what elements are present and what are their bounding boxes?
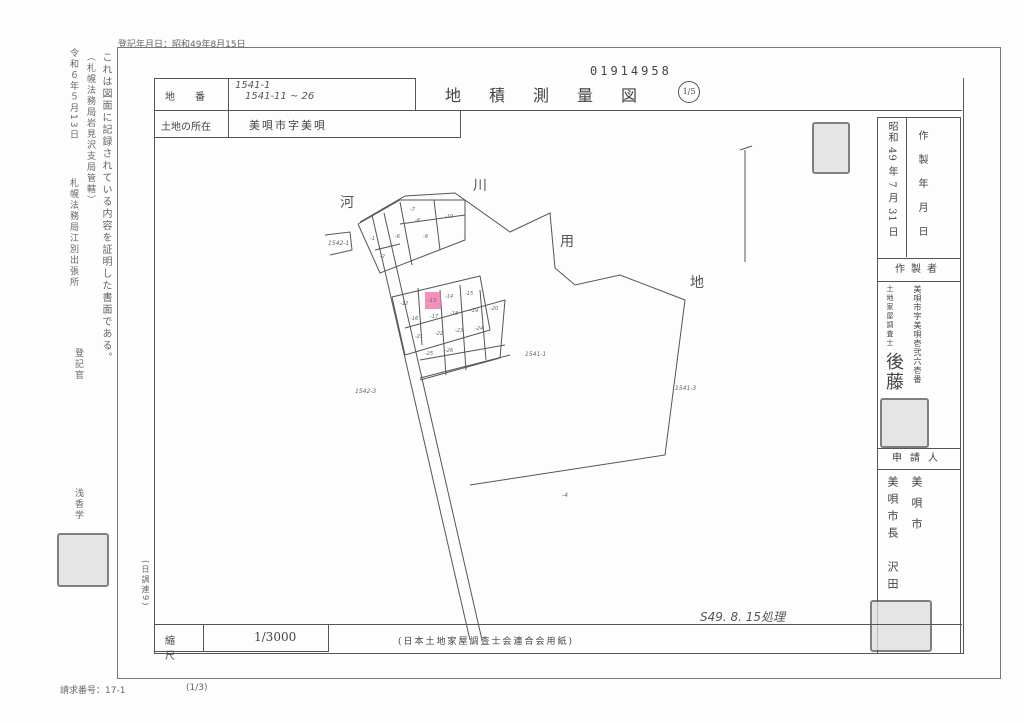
lot-label: -2 <box>380 254 385 260</box>
certification-date: 令和６年５月13日 <box>68 48 78 141</box>
road-line-east <box>383 212 483 641</box>
certification-statement: これは図面に記録されている内容を証明した書面である。 <box>100 52 111 364</box>
lot-label: -24 <box>475 326 483 332</box>
lot-label: -23 <box>455 328 463 334</box>
creation-date-header: 作製年月日 <box>916 130 927 250</box>
lot-value-1: 1541-1 <box>235 80 271 91</box>
certification-office: 札幌法務局江別出張所 <box>68 178 78 288</box>
applicant-1: 美唄市 <box>910 476 923 539</box>
author-address: 美唄市字美唄壱弐六壱番 <box>913 285 922 384</box>
lot-value-2: 1541-11 ~ 26 <box>245 91 315 102</box>
lot-label: -10 <box>445 214 453 220</box>
applicant-2: 美唄市長 沢田 <box>886 476 899 595</box>
registration-date: 登記年月日：昭和49年8月15日 <box>118 40 246 50</box>
north-lot-line <box>399 201 413 266</box>
lot-label: -20 <box>490 306 498 312</box>
parcel-west-label: 1542-1 <box>328 240 349 247</box>
lot-line <box>479 289 487 361</box>
lot-label: -21 <box>415 334 423 340</box>
lot-label: -15 <box>465 291 473 297</box>
north-lot-line <box>399 214 466 225</box>
lot-line <box>459 284 467 371</box>
parcel-east-label: 1541-3 <box>675 385 696 392</box>
label-river-1: 河 <box>340 195 354 211</box>
lot-label: -19 <box>470 308 478 314</box>
officer-title: 登記官 <box>73 348 83 381</box>
lot-label: -22 <box>435 331 443 337</box>
north-arrow-head <box>739 145 753 151</box>
south-block-row1 <box>391 275 491 356</box>
creation-date-value: 昭和 49 年 7 月 31 日 <box>886 121 897 238</box>
parcel-1542-1 <box>324 231 353 256</box>
lot-label: -16 <box>410 316 418 322</box>
label-river-4: 地 <box>690 275 704 291</box>
serial-number: 01914958 <box>590 64 672 78</box>
label-river-3: 用 <box>560 234 574 250</box>
lot-label: -17 <box>430 314 439 320</box>
handwritten-note: S49. 8. 15処理 <box>700 610 786 624</box>
surveyor-seal-stamp-top <box>812 122 850 174</box>
applicant-header: 申請人 <box>877 448 961 470</box>
bottom-rule <box>154 624 962 625</box>
outer-frame <box>117 47 1001 679</box>
paper-note: (日本土地家屋調査士会連合会用紙) <box>398 637 575 647</box>
lot-label: -9 <box>423 234 428 240</box>
lot-label: -7 <box>410 207 416 213</box>
scale-label: 縮 尺 <box>154 624 204 662</box>
page-indicator: (1/3) <box>186 683 208 693</box>
author-header: 作製者 <box>877 258 961 282</box>
author-name: 後藤 <box>883 352 904 392</box>
parcel-main-label: 1541-1 <box>525 351 546 358</box>
certification-jurisdiction: （札幌法務局岩見沢支局管轄） <box>85 52 95 206</box>
lot-label: -13 <box>428 298 436 304</box>
officer-name: 浅香学 <box>73 488 83 521</box>
north-block <box>357 199 466 274</box>
title-rule <box>415 110 962 111</box>
lot-label: -8 <box>415 218 420 224</box>
inner-frame <box>154 78 964 654</box>
sheet-mark: 1/5 <box>678 81 700 103</box>
parcel-south-label: -4 <box>562 492 568 499</box>
location-value: 美唄市字美唄 <box>228 110 461 138</box>
north-lot-line <box>433 199 441 251</box>
official-seal-stamp <box>57 533 109 587</box>
form-code: (日調連9) <box>141 560 150 608</box>
south-block <box>404 299 506 381</box>
parcel-sw-label: 1542-3 <box>355 388 376 395</box>
lot-label: -25 <box>425 351 433 357</box>
highlighted-parcel <box>425 292 441 309</box>
author-title: 土地家屋調査士 <box>886 285 894 348</box>
lot-label: -1 <box>370 236 375 242</box>
lot-label: -6 <box>395 234 400 240</box>
document-title: 地 積 測 量 図 <box>445 86 644 105</box>
north-lot-line <box>374 243 401 251</box>
scale-value: 1/3000 <box>203 624 329 652</box>
parcel-1541-1-boundary <box>359 192 686 486</box>
lot-label: -26 <box>445 348 453 354</box>
label-river-2: 川 <box>473 178 487 194</box>
surveyor-seal-stamp <box>880 398 929 448</box>
mayor-seal-stamp <box>870 600 932 652</box>
lot-line <box>417 287 423 346</box>
south-lot-line <box>419 344 506 361</box>
road-line-west <box>371 214 471 641</box>
right-divider <box>906 117 907 257</box>
right-info-column <box>877 117 961 654</box>
lot-label: -14 <box>445 294 453 300</box>
south-frontage <box>419 354 511 379</box>
map-lines <box>324 145 753 641</box>
request-number: 請求番号：17-1 <box>60 686 126 696</box>
lot-label: -12 <box>400 301 408 307</box>
lot-label: -18 <box>450 311 458 317</box>
